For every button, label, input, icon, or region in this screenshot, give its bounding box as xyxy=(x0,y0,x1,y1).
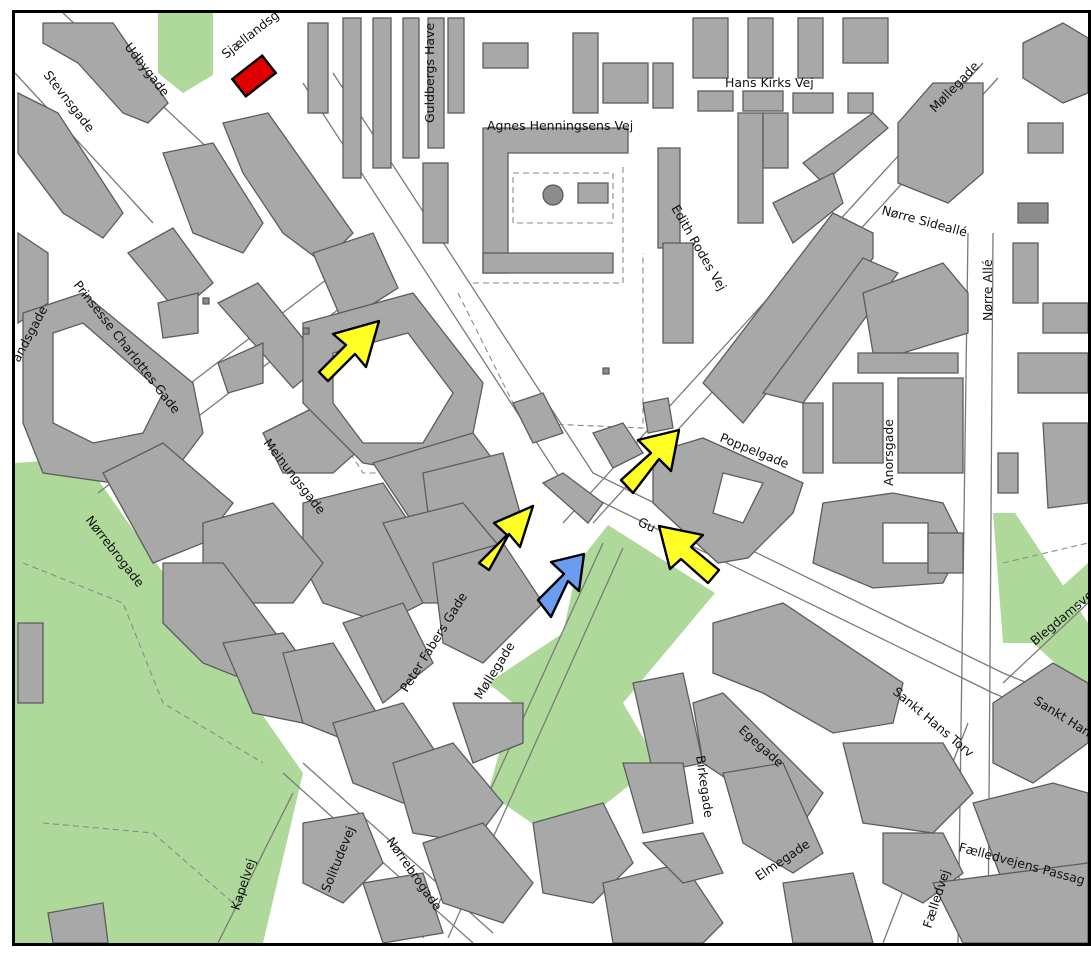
yellow-arrow-1[interactable] xyxy=(317,319,381,383)
label-norre-alle: Nørre Allé xyxy=(980,259,995,321)
parks xyxy=(15,13,1088,943)
markers xyxy=(230,53,721,619)
map-frame[interactable]: Sjællandsg Udbygade Stevnsgade Guldbergs… xyxy=(12,10,1091,946)
blue-arrow[interactable] xyxy=(536,552,586,619)
buildings xyxy=(17,17,1088,943)
map-canvas[interactable]: Sjællandsg Udbygade Stevnsgade Guldbergs… xyxy=(15,13,1088,943)
assistens-cemetery-park xyxy=(15,458,303,943)
red-marker[interactable] xyxy=(230,53,278,99)
label-norre-sidealle: Nørre Sideallé xyxy=(880,202,969,239)
central-green-park xyxy=(488,525,715,841)
label-sjaellandsgade: Sjællandsg xyxy=(219,13,282,61)
corner-green-right xyxy=(1033,563,1088,613)
top-small-park xyxy=(158,13,213,93)
label-agnes-henningsens-vej: Agnes Henningsens Vej xyxy=(487,118,633,133)
yellow-arrow-2[interactable] xyxy=(477,504,535,572)
misc-small-features xyxy=(202,182,1049,375)
yellow-arrow-3[interactable] xyxy=(619,428,681,495)
label-anorsgade: Anorsgade xyxy=(881,419,896,486)
label-hans-kirks-vej: Hans Kirks Vej xyxy=(725,75,814,90)
label-gu: Gu xyxy=(636,514,658,535)
label-guldbergs-have: Guldbergs Have xyxy=(422,23,437,123)
yellow-arrow-4[interactable] xyxy=(657,524,721,585)
norre-alle-green xyxy=(993,513,1088,693)
